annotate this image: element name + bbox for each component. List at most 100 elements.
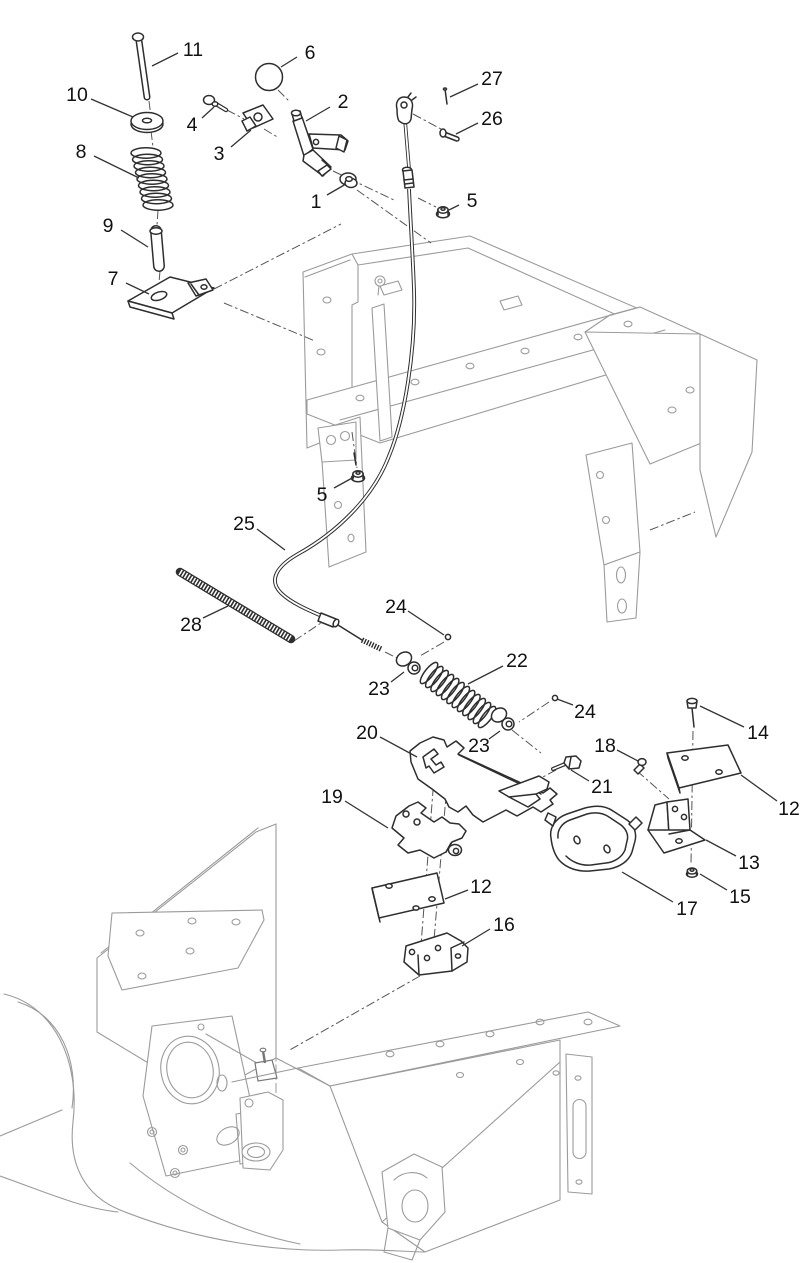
callout-label-8: 8 — [76, 141, 87, 163]
leader-line-1 — [326, 183, 347, 196]
callout-label-17: 17 — [676, 898, 698, 920]
leader-line-23a — [390, 671, 405, 683]
callout-label-2: 2 — [338, 91, 349, 113]
part-nut-5b-drawing — [350, 452, 366, 483]
leader-line-16 — [461, 928, 491, 947]
part-spring-8-drawing — [130, 147, 174, 211]
part-pin-27-drawing — [442, 87, 448, 105]
part-washer-10-drawing — [130, 111, 164, 134]
callout-label-13: 13 — [738, 852, 760, 874]
assembly-centerlines — [148, 89, 696, 1052]
upper-frame-weldment-drawing — [302, 235, 758, 623]
callout-label-1: 1 — [311, 191, 322, 213]
part-bracket-16-drawing — [403, 932, 469, 976]
part-nut-5a-drawing — [435, 206, 451, 219]
leader-line-17 — [621, 871, 674, 903]
callout-label-27: 27 — [481, 68, 503, 90]
leader-line-13 — [705, 839, 737, 857]
leader-line-10 — [90, 98, 134, 118]
callout-label-5a: 5 — [467, 190, 478, 212]
part-spacer-9-drawing — [149, 225, 165, 272]
callout-label-23b: 23 — [468, 735, 490, 757]
callout-label-22: 22 — [506, 650, 528, 672]
leader-line-7 — [125, 282, 150, 295]
frame-stud-block — [254, 1059, 278, 1082]
part-bushing-23a-drawing — [395, 651, 421, 675]
callout-label-12m: 12 — [470, 876, 492, 898]
callout-label-7: 7 — [108, 268, 119, 290]
part-bracket-19-drawing — [391, 801, 467, 859]
leader-line-27 — [449, 83, 479, 98]
part-bolt-4-drawing — [202, 94, 229, 113]
callout-label-12r: 12 — [778, 798, 800, 820]
leader-line-8 — [93, 155, 140, 179]
leader-line-12r — [740, 774, 778, 802]
part-bracket-20-drawing — [409, 736, 558, 823]
part-plate-12r-drawing — [666, 744, 742, 794]
leader-line-5a — [448, 204, 460, 211]
leader-line-26 — [455, 122, 479, 135]
parts-layer — [127, 32, 742, 976]
leader-line-19 — [344, 800, 389, 829]
callout-label-24b: 24 — [574, 701, 596, 723]
leader-line-11 — [151, 52, 179, 67]
part-knob-6-drawing — [254, 62, 284, 92]
leader-line-24a — [407, 610, 445, 636]
leader-line-6 — [280, 56, 298, 68]
part-bushing-1-drawing — [339, 172, 358, 189]
part-ball-24b-drawing — [551, 694, 559, 702]
callout-label-6: 6 — [305, 42, 316, 64]
callout-label-26: 26 — [481, 108, 503, 130]
callout-label-5b: 5 — [317, 484, 328, 506]
part-bolt-11-drawing — [131, 32, 151, 101]
part-ball-24a-drawing — [444, 633, 452, 641]
leader-line-18 — [616, 749, 639, 762]
part-bolt-14-drawing — [686, 697, 698, 728]
part-bracket-7-drawing — [127, 276, 215, 320]
leader-line-15 — [699, 873, 728, 891]
callout-label-18: 18 — [594, 735, 616, 757]
leader-line-3 — [230, 129, 252, 148]
leader-line-12m — [444, 889, 469, 900]
leader-line-21 — [570, 769, 590, 782]
lower-frame-weldment-drawing — [0, 823, 621, 1261]
part-cable-25-drawing — [273, 92, 417, 652]
leader-line-20 — [379, 736, 418, 758]
callout-label-14: 14 — [747, 722, 769, 744]
leader-line-2 — [305, 106, 331, 122]
callout-label-9: 9 — [103, 215, 114, 237]
part-bracket-17-drawing — [544, 805, 643, 872]
frame-eyelet — [374, 275, 386, 287]
part-nut-15-drawing — [685, 867, 699, 878]
part-bracket-13-drawing — [647, 798, 706, 854]
callout-label-24a: 24 — [385, 596, 407, 618]
callout-label-23a: 23 — [368, 678, 390, 700]
callout-label-25: 25 — [233, 513, 255, 535]
part-plate-3-drawing — [241, 104, 274, 132]
part-clevis-pin-26-drawing — [439, 128, 460, 142]
leader-line-14 — [699, 705, 745, 728]
leader-line-4 — [201, 106, 215, 119]
part-spring-22-drawing — [419, 661, 497, 729]
leader-line-24b — [556, 698, 574, 706]
part-threaded-rod-28-drawing — [175, 567, 296, 644]
part-bushing-23b-drawing — [490, 707, 515, 731]
callout-label-20: 20 — [356, 722, 378, 744]
callout-label-4: 4 — [187, 114, 198, 136]
leader-line-28 — [202, 605, 229, 619]
callout-label-19: 19 — [321, 786, 343, 808]
part-rivet-18-drawing — [633, 757, 647, 775]
callout-label-28: 28 — [180, 614, 202, 636]
leader-line-23b — [488, 730, 501, 740]
callout-label-11: 11 — [183, 39, 203, 61]
callout-label-21: 21 — [591, 776, 613, 798]
part-lever-2-drawing — [290, 109, 349, 177]
callout-label-15: 15 — [729, 886, 751, 908]
part-bolt-21-drawing — [551, 755, 582, 771]
leader-line-25 — [256, 528, 286, 551]
callout-label-16: 16 — [493, 914, 515, 936]
leader-line-5b — [333, 476, 355, 489]
part-plate-12m-drawing — [371, 872, 445, 923]
